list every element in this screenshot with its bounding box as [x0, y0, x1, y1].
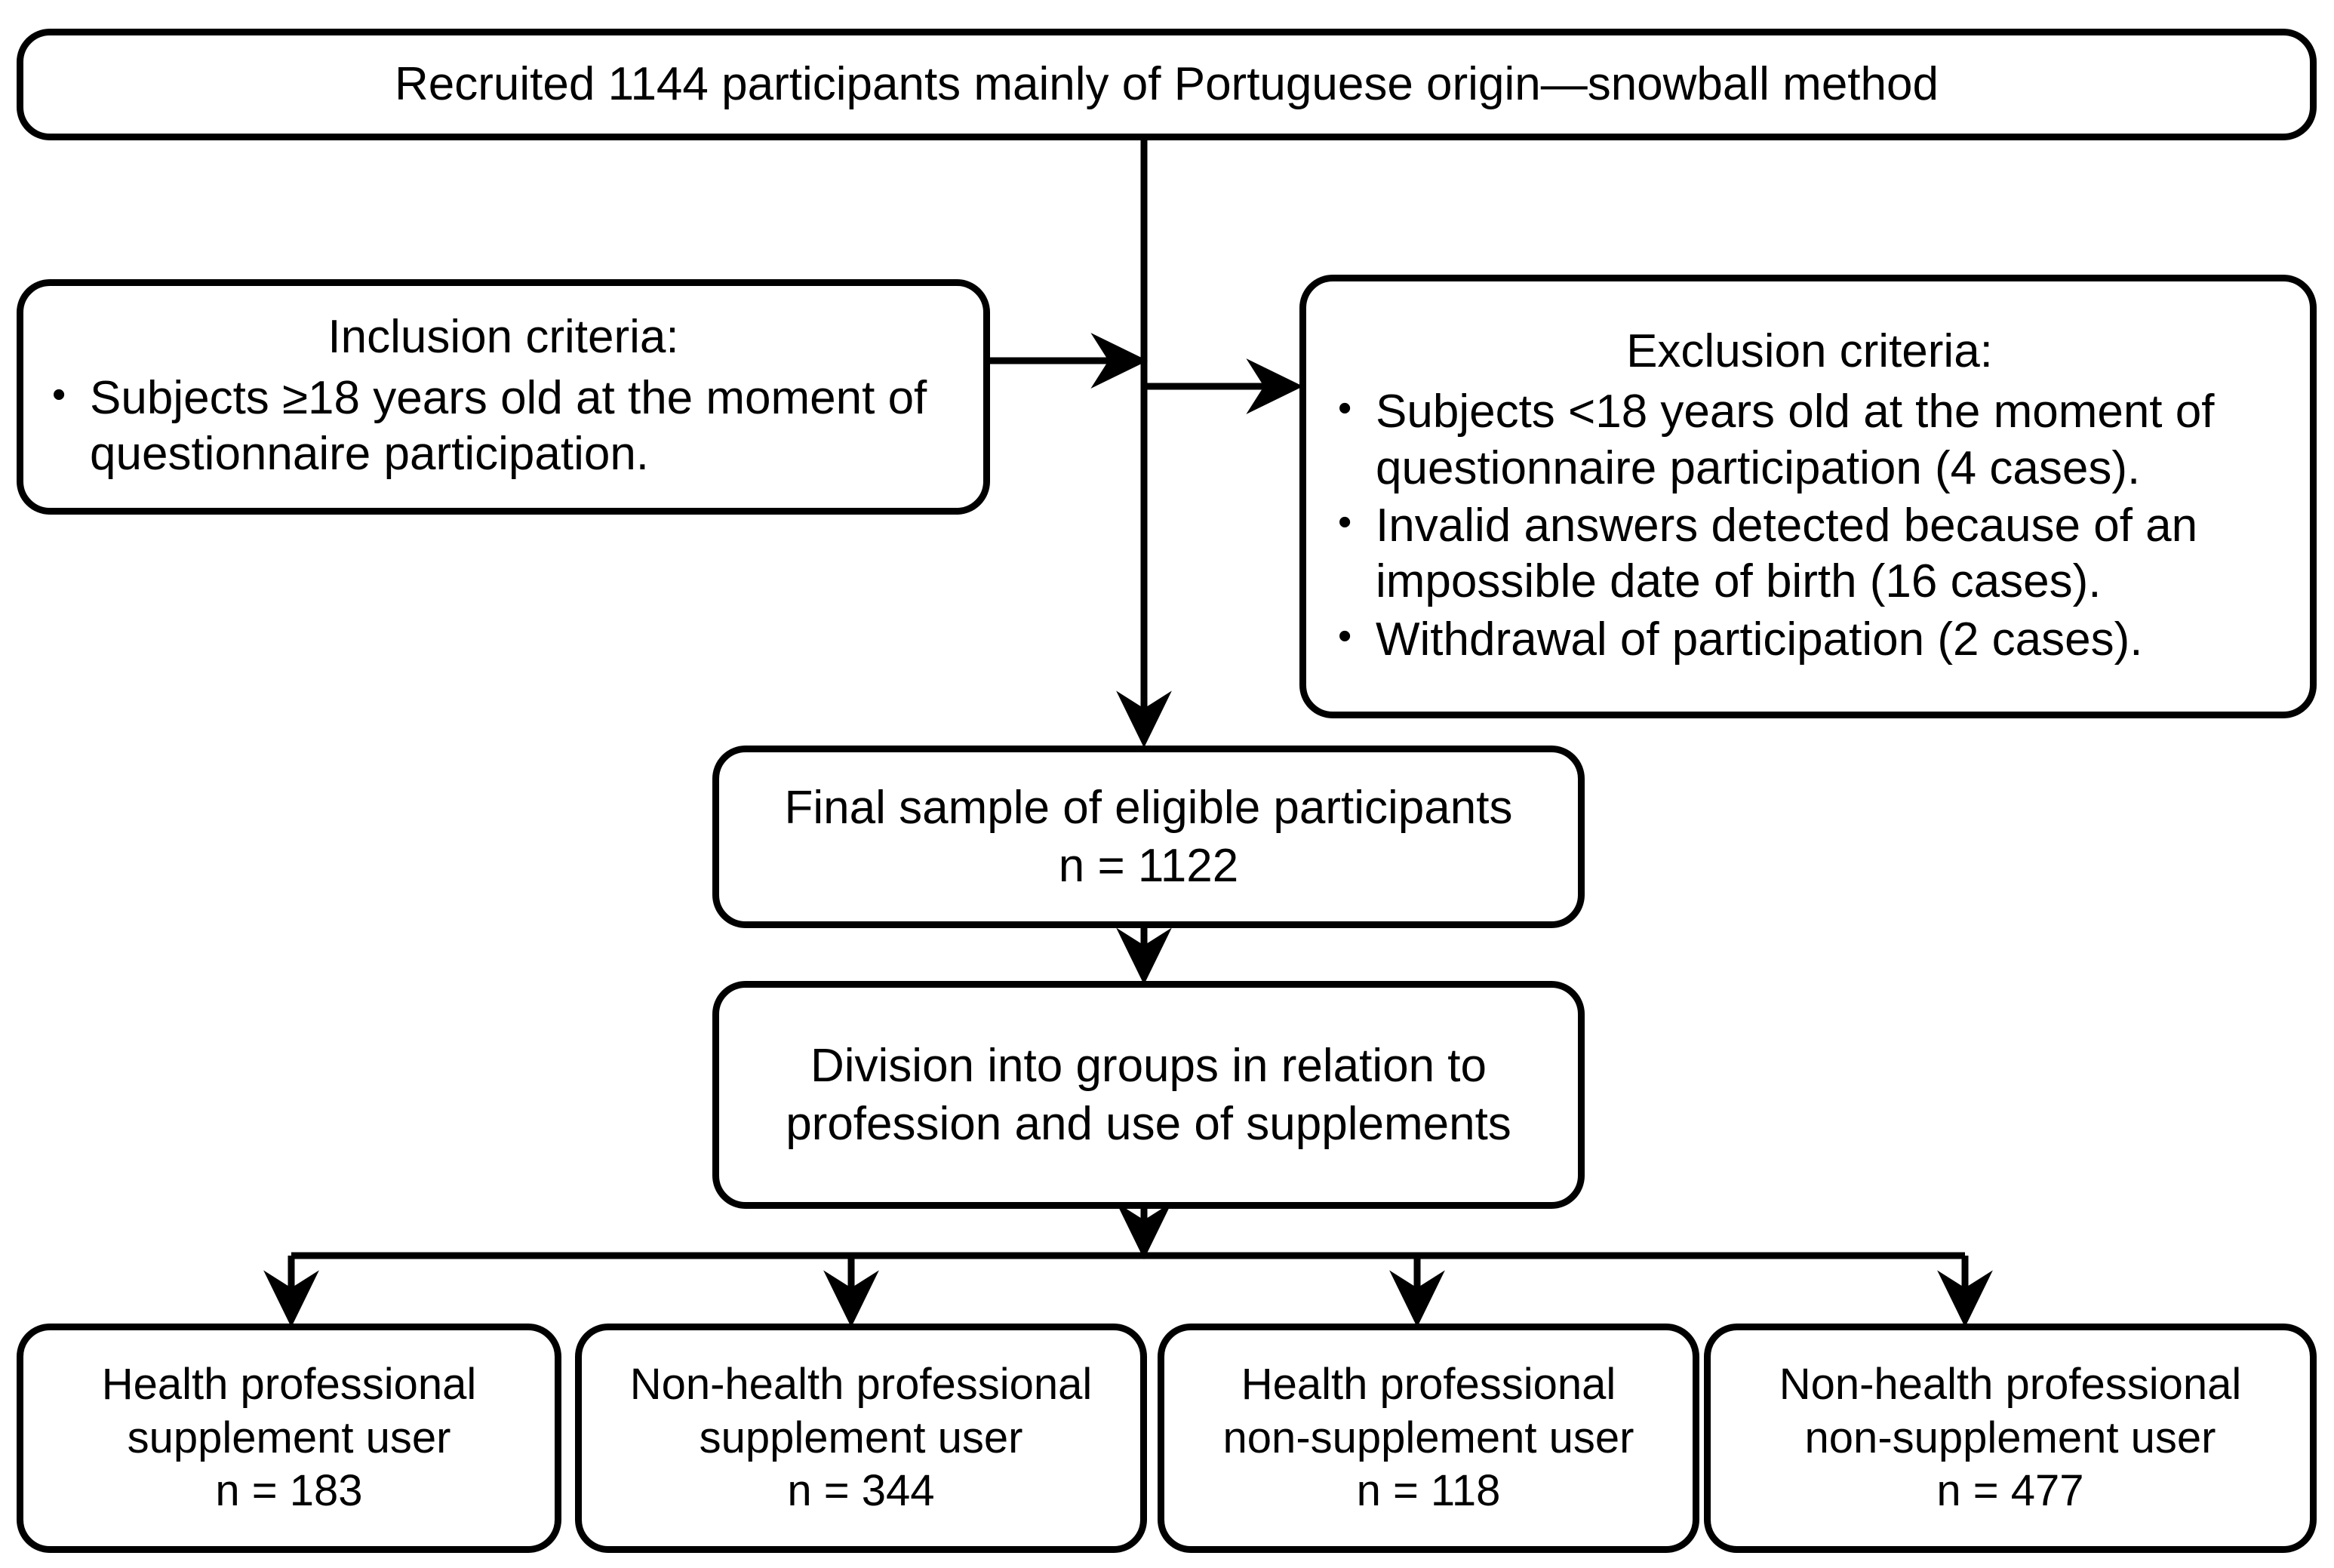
group-line-2: non-supplement user: [1804, 1413, 2216, 1462]
exclusion-item: Withdrawal of participation (2 cases).: [1329, 610, 2290, 668]
node-recruited-participants: Recruited 1144 participants mainly of Po…: [17, 29, 2317, 140]
group-count: n = 183: [215, 1466, 363, 1516]
group-line-1: Health professional: [1241, 1359, 1616, 1409]
group-count: n = 477: [1936, 1466, 2084, 1516]
division-line-2: profession and use of supplements: [786, 1098, 1511, 1150]
group-count: n = 344: [787, 1466, 935, 1516]
node-group-non-health-professional-supplement-user: Non-health professional supplement user …: [575, 1324, 1147, 1553]
node-final-sample: Final sample of eligible participants n …: [712, 746, 1585, 928]
group-count: n = 118: [1356, 1466, 1501, 1516]
recruited-text: Recruited 1144 participants mainly of Po…: [395, 58, 1939, 111]
final-sample-count: n = 1122: [1058, 840, 1239, 892]
division-line-1: Division into groups in relation to: [810, 1039, 1487, 1092]
group-line-2: supplement user: [127, 1413, 451, 1462]
group-line-1: Non-health professional: [1779, 1359, 2242, 1409]
exclusion-title: Exclusion criteria:: [1626, 324, 1993, 377]
inclusion-list: Subjects ≥18 years old at the moment of …: [43, 369, 964, 484]
group-line-2: supplement user: [699, 1413, 1023, 1462]
node-division-into-groups: Division into groups in relation to prof…: [712, 981, 1585, 1209]
exclusion-item: Subjects <18 years old at the moment of …: [1329, 383, 2290, 497]
group-line-1: Non-health professional: [629, 1359, 1093, 1409]
inclusion-item: Subjects ≥18 years old at the moment of …: [43, 369, 964, 483]
exclusion-list: Subjects <18 years old at the moment of …: [1329, 383, 2290, 669]
exclusion-item: Invalid answers detected because of an i…: [1329, 497, 2290, 610]
group-line-2: non-supplement user: [1222, 1413, 1634, 1462]
node-inclusion-criteria: Inclusion criteria: Subjects ≥18 years o…: [17, 279, 990, 515]
final-sample-label: Final sample of eligible participants: [784, 781, 1513, 834]
node-group-health-professional-non-supplement-user: Health professional non-supplement user …: [1158, 1324, 1699, 1553]
group-line-1: Health professional: [101, 1359, 477, 1409]
node-group-non-health-professional-non-supplement-user: Non-health professional non-supplement u…: [1704, 1324, 2317, 1553]
inclusion-title: Inclusion criteria:: [327, 311, 679, 364]
node-exclusion-criteria: Exclusion criteria: Subjects <18 years o…: [1299, 275, 2317, 718]
node-group-health-professional-supplement-user: Health professional supplement user n = …: [17, 1324, 561, 1553]
